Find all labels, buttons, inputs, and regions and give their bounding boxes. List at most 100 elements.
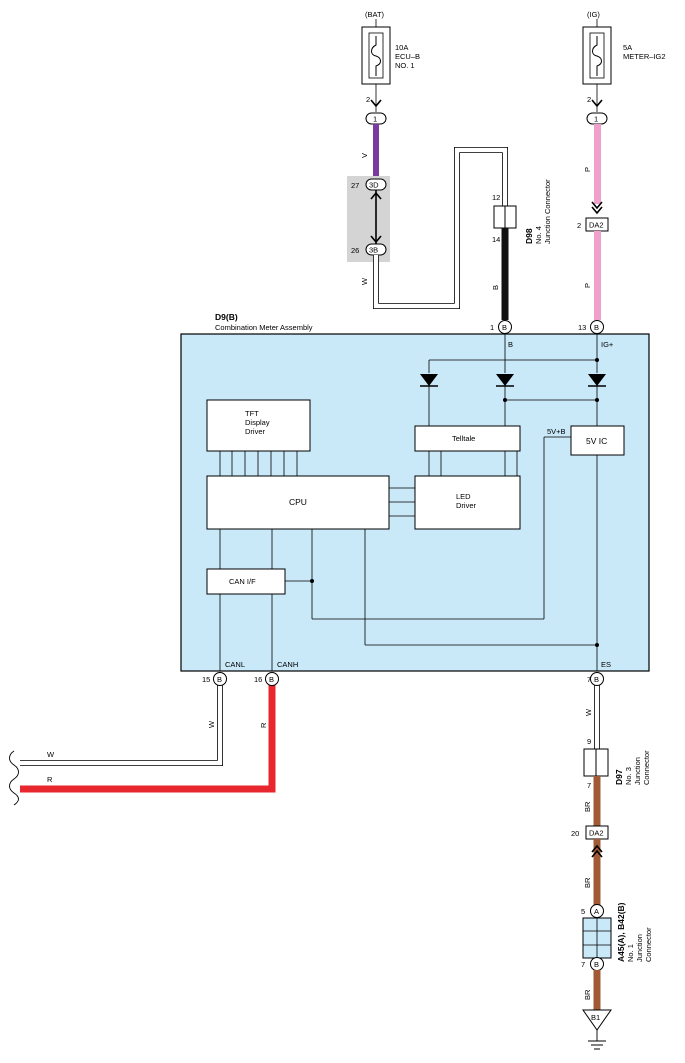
5v-b-label: 5V+B	[547, 427, 566, 436]
p-wire-label-2: P	[583, 283, 592, 288]
p-wire-upper	[594, 124, 601, 204]
pin-canh-num: 16	[254, 675, 262, 684]
left-r-label: R	[47, 775, 53, 784]
v-wire	[373, 124, 379, 179]
br-wire-3	[593, 970, 601, 1010]
diode-icon	[420, 374, 438, 387]
v-wire-label: V	[360, 153, 369, 158]
pin-canh-label: CANH	[277, 660, 298, 669]
conn-3d-label: 3D	[369, 181, 379, 190]
pin-ig-circle	[590, 320, 604, 334]
d97-desc1: No. 3	[624, 767, 633, 785]
bat-fuse-icon	[371, 36, 381, 76]
pin-canl-conn: B	[217, 675, 222, 684]
ig-source-label: (IG)	[587, 10, 600, 19]
junction-dot	[595, 398, 599, 402]
can-if-block	[206, 568, 286, 595]
ig-conn-label: 1	[594, 115, 598, 124]
ig-fuse-name: METER–IG2	[623, 52, 666, 61]
a45-pin-top: 5	[581, 907, 585, 916]
tft-label-2: Display	[245, 418, 270, 427]
canl-wire-label: W	[207, 720, 216, 728]
pin-ig-conn: B	[594, 323, 599, 332]
ig-fuse-rating: 5A	[623, 43, 632, 52]
canl-wire	[20, 685, 223, 766]
led-label-2: Driver	[456, 501, 477, 510]
a45-desc1: No. 1	[626, 944, 635, 962]
tft-display-driver-block	[206, 399, 311, 452]
p-wire-lower	[594, 231, 601, 320]
w-wire	[373, 147, 508, 309]
conn-3b-label: 3B	[369, 246, 378, 255]
d97-id: D97	[614, 769, 624, 785]
pin-canh-conn: B	[269, 675, 274, 684]
led-label-1: LED	[456, 492, 471, 501]
ig-fuse-element	[589, 32, 605, 79]
chevron-down-icon	[370, 235, 382, 244]
p-wire-label: P	[583, 167, 592, 172]
pin-b-conn: B	[502, 323, 507, 332]
double-chevron-up-icon	[591, 844, 603, 858]
b-wire	[501, 228, 509, 320]
pin-b-num: 1	[490, 323, 494, 332]
a45-bot-label: B	[594, 960, 599, 969]
d97-pin-top: 9	[587, 737, 591, 746]
d97-desc3: Connector	[642, 750, 651, 785]
es-wire-label: W	[584, 708, 593, 716]
d97-pin-bot: 7	[587, 781, 591, 790]
ig-chevron-icon	[591, 99, 603, 108]
junction-dot	[310, 579, 314, 583]
led-driver-block	[414, 475, 521, 530]
chevron-up-icon	[370, 191, 382, 200]
d97-desc2: Junction	[633, 757, 642, 785]
da2-top-label: DA2	[589, 221, 604, 230]
br-wire-label-3: BR	[583, 989, 592, 1000]
br-wire-label-1: BR	[583, 801, 592, 812]
pin-ig-label: IG+	[601, 340, 614, 349]
tft-label-3: Driver	[245, 427, 266, 436]
d98-pin-bot: 14	[492, 235, 500, 244]
a45-id: A45(A), B42(B)	[616, 902, 626, 962]
5v-ic-block	[570, 425, 625, 456]
meter-name: Combination Meter Assembly	[215, 323, 313, 332]
a45-top-label: A	[594, 907, 599, 916]
ig-pin: 2	[587, 95, 591, 104]
left-w-label: W	[47, 750, 55, 759]
double-chevron-icon	[591, 201, 603, 215]
conn-3b-pin: 26	[351, 246, 359, 255]
canh-wire	[20, 685, 276, 793]
pin-es-label: ES	[601, 660, 611, 669]
bat-fuse-element	[368, 32, 384, 79]
pin-b-circle	[498, 320, 512, 334]
internal-wiring	[219, 334, 598, 671]
5v-ic-label: 5V IC	[586, 436, 607, 446]
cpu-label: CPU	[289, 497, 307, 507]
d98-desc2: Junction Connector	[543, 179, 552, 244]
tft-label-1: TFT	[245, 409, 259, 418]
w-wire-outline	[373, 147, 508, 309]
bat-fuse-rating: 10A	[395, 43, 408, 52]
pin-es-num: 7	[587, 675, 591, 684]
a45-desc3: Connector	[644, 927, 653, 962]
bat-fuse-name: ECU–B	[395, 52, 420, 61]
pin-es-conn: B	[594, 675, 599, 684]
bat-conn-label: 1	[373, 115, 377, 124]
pin-canl-num: 15	[202, 675, 210, 684]
pin-ig-num: 13	[578, 323, 586, 332]
br-wire-1	[593, 776, 601, 826]
ground-triangle	[582, 1009, 612, 1031]
ig-fuse-icon	[592, 36, 602, 76]
telltale-block	[414, 425, 521, 452]
pin-canl-label: CANL	[225, 660, 245, 669]
ground-label: B1	[591, 1013, 600, 1022]
telltale-label: Telltale	[452, 434, 475, 443]
d98-pin-top: 12	[492, 193, 500, 202]
conn-3d-pin: 27	[351, 181, 359, 190]
canh-wire-label: R	[259, 722, 268, 728]
pin-canl-circle	[213, 672, 227, 686]
junction-dot	[503, 398, 507, 402]
cpu-block	[206, 475, 390, 530]
pin-b-label: B	[508, 340, 513, 349]
bat-chevron-icon	[370, 99, 382, 108]
